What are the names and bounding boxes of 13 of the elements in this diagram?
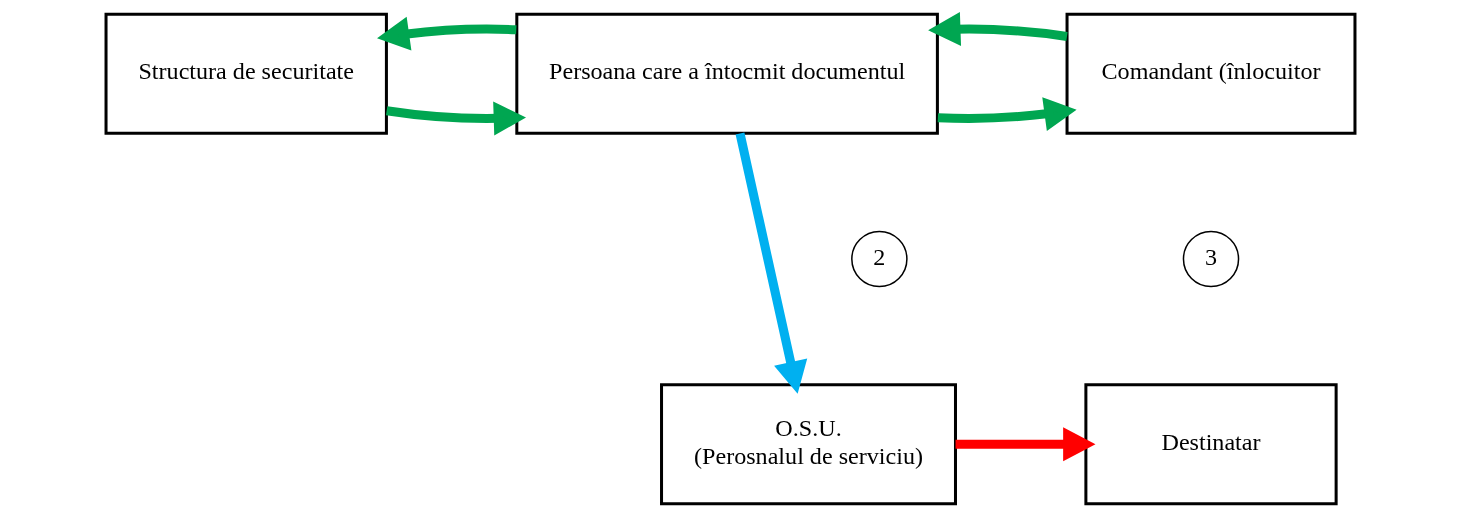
arrow bbox=[928, 12, 1068, 47]
node-box: Structura de securitate bbox=[104, 12, 388, 135]
arrow bbox=[377, 16, 517, 51]
arrow bbox=[937, 97, 1077, 131]
node-box: Persoana care a întocmit documentul bbox=[515, 12, 939, 135]
node-circle: 3 bbox=[1182, 230, 1240, 288]
arrow bbox=[955, 427, 1096, 462]
node-box: Destinatar bbox=[1084, 383, 1338, 506]
node-box: O.S.U. (Perosnalul de serviciu) bbox=[660, 383, 957, 506]
node-circle: 2 bbox=[851, 230, 908, 288]
node-box: Comandant (înlocuitor bbox=[1065, 12, 1357, 135]
arrow bbox=[386, 101, 526, 136]
arrow bbox=[735, 132, 808, 394]
